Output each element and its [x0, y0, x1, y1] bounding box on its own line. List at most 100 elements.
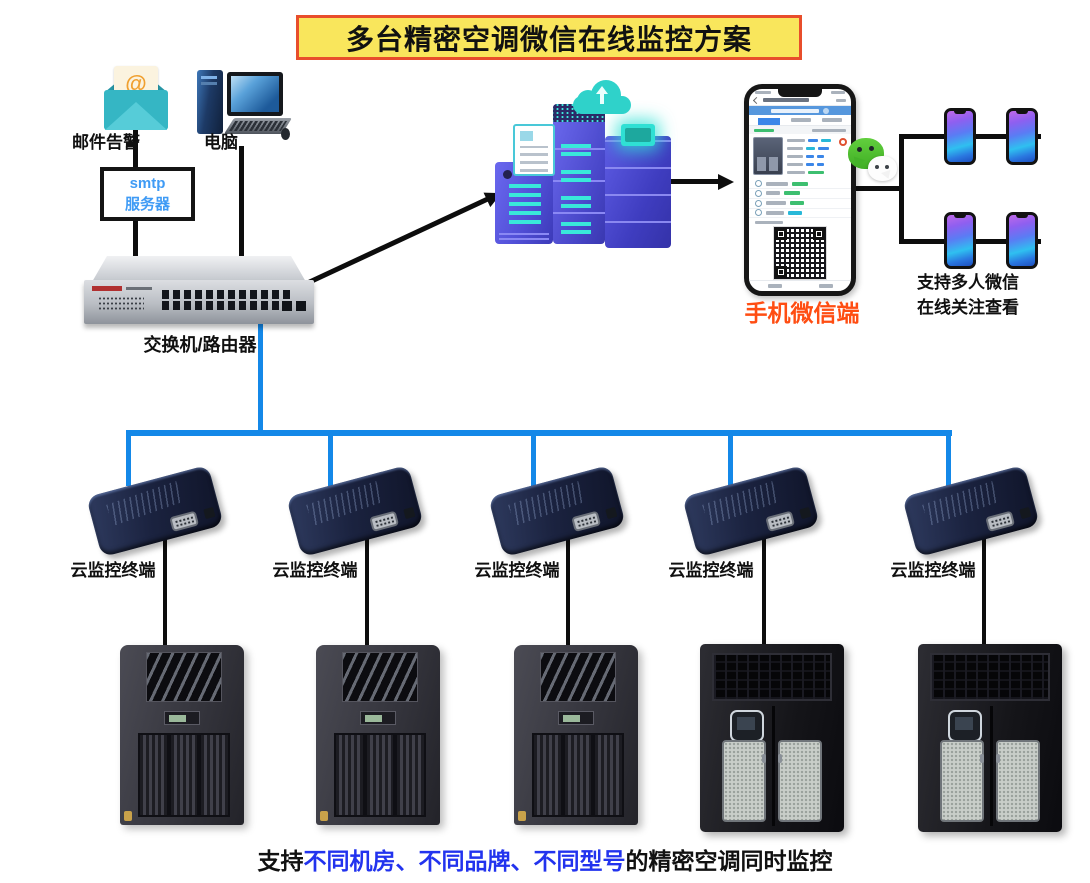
- viewer-phone-3: [944, 212, 976, 269]
- ac-grille: [138, 733, 230, 817]
- line-smtp-to-switch: [133, 219, 138, 267]
- rj45-port: [1019, 506, 1032, 520]
- app-nav-bar: [749, 96, 851, 106]
- ac-valve: [518, 811, 526, 821]
- switch-port-row: [162, 290, 294, 299]
- rj45-port: [203, 506, 216, 520]
- db9-serial-port: [985, 510, 1016, 533]
- ac-door-split: [772, 706, 775, 826]
- ac-display: [730, 710, 764, 742]
- computer-label: 电脑: [204, 133, 238, 152]
- switch-chassis: [84, 280, 314, 324]
- switch-sfp-ports: [282, 301, 308, 311]
- switch-ports: [162, 290, 294, 314]
- air-conditioner-5: [918, 644, 1062, 832]
- ac-grille: [334, 733, 426, 817]
- email-alert-icon: @: [104, 64, 168, 130]
- rj45-port: [799, 506, 812, 520]
- ac-handle: [762, 754, 766, 763]
- ac-handle: [980, 754, 984, 763]
- terminal-label-3: 云监控终端: [474, 561, 560, 580]
- phone-wechat-label: 手机微信端: [744, 300, 860, 326]
- bus-drop-5: [946, 434, 951, 486]
- terminal-device-1: [86, 464, 224, 558]
- switch-label: 交换机/路由器: [143, 335, 257, 355]
- cable-terminal4-ac4: [762, 538, 766, 650]
- line-phone-to-bracket: [854, 186, 904, 191]
- qr-code: [773, 226, 827, 281]
- ac-top-vent: [342, 652, 418, 702]
- alarm-icon: [839, 138, 847, 147]
- switch-top-face: [92, 256, 306, 282]
- footer-highlight-model: 不同型号: [533, 848, 626, 874]
- bus-drop-3: [531, 434, 536, 486]
- rj45-port: [403, 506, 416, 520]
- bus-drop-1: [126, 434, 131, 486]
- ac-display: [164, 711, 200, 725]
- ac-top-vent: [712, 653, 832, 701]
- switch-logo: [92, 286, 152, 291]
- cloud-upload-arrow-stem: [600, 93, 604, 104]
- app-info-row: [749, 126, 851, 135]
- air-conditioner-2: [316, 645, 440, 825]
- air-conditioner-1: [120, 645, 244, 825]
- qr-finder: [813, 228, 825, 241]
- arrow-cloud-to-phone: [662, 179, 720, 184]
- ac-door-split: [990, 706, 993, 826]
- db9-serial-port: [369, 510, 400, 533]
- cable-terminal5-ac5: [982, 538, 986, 650]
- pc-monitor: [227, 72, 283, 116]
- ac-handle: [996, 754, 1000, 763]
- phone-status-bar: [749, 89, 851, 96]
- arrow-switch-to-cloud: [298, 196, 490, 289]
- email-label: 邮件告警: [72, 133, 140, 152]
- terminal-device-5: [902, 464, 1040, 558]
- cloud-tower-right: [605, 136, 671, 248]
- status-row: [749, 209, 851, 219]
- terminal-label-1: 云监控终端: [70, 561, 156, 580]
- ac-mesh-panel: [996, 740, 1040, 822]
- footer-highlight-brand: 不同品牌、: [418, 848, 534, 874]
- bracket-vertical: [899, 134, 904, 244]
- bus-switch-drop: [258, 322, 263, 432]
- bus-drop-2: [328, 434, 333, 486]
- smtp-line1: smtp: [129, 175, 166, 192]
- cloud-data-glow: [621, 124, 655, 146]
- cloud-server-icon: [493, 78, 693, 248]
- qr-caption: [749, 218, 851, 226]
- cloud-tower-knob: [503, 170, 512, 179]
- footer-caption: 支持不同机房、不同品牌、不同型号的精密空调同时监控: [0, 842, 1090, 876]
- cloud-document-card: [513, 124, 555, 176]
- ac-unit-thumbnail: [753, 137, 783, 176]
- viewers-caption: 支持多人微信 在线关注查看: [903, 270, 1033, 320]
- tab-active: [758, 118, 781, 123]
- ac-mesh-panel: [778, 740, 822, 822]
- ac-top-vent: [930, 653, 1050, 701]
- terminal-label-5: 云监控终端: [890, 561, 976, 580]
- cable-terminal3-ac3: [566, 538, 570, 650]
- cloud-tower-base-lines: [499, 230, 549, 240]
- switch-port-row: [162, 301, 294, 310]
- status-icon: [755, 189, 762, 197]
- smtp-line2: 服务器: [124, 196, 170, 213]
- cloud-upload-arrow: [596, 86, 608, 94]
- pc-mouse: [281, 128, 290, 140]
- wechat-white-bubble: [868, 156, 897, 181]
- status-icon: [755, 209, 762, 217]
- line-computer-to-switch: [239, 146, 244, 268]
- viewer-phone-1: [944, 108, 976, 165]
- phone-screen: [749, 89, 851, 291]
- cloud-shape: [573, 96, 631, 114]
- status-row: [749, 199, 851, 209]
- bus-horizontal: [126, 430, 952, 436]
- status-row: [749, 179, 851, 189]
- db9-serial-port: [571, 510, 602, 533]
- switch-led-matrix: [98, 296, 144, 312]
- cloud-tower-middle: [553, 104, 605, 244]
- viewers-line2: 在线关注查看: [917, 298, 1019, 317]
- cable-terminal2-ac2: [365, 538, 369, 650]
- pc-tower: [197, 70, 223, 134]
- device-status-card: [749, 134, 851, 179]
- qr-finder: [775, 228, 787, 241]
- network-switch-icon: [84, 256, 314, 330]
